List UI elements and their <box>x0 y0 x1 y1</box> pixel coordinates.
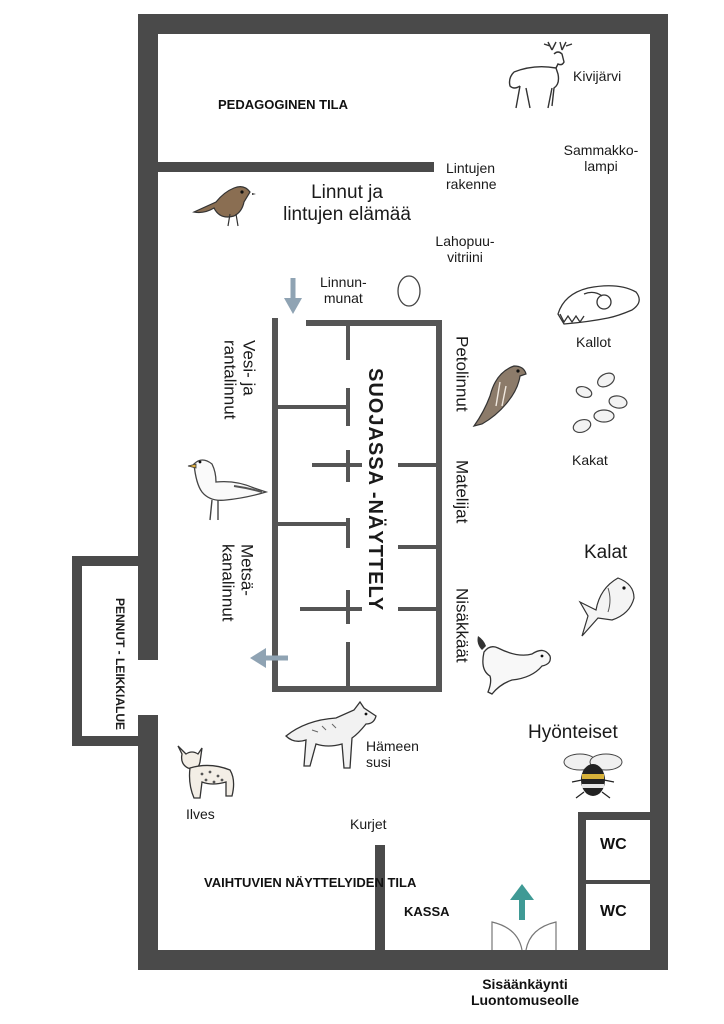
outer-wall-right <box>650 14 668 969</box>
wc-wall-middle <box>586 880 650 884</box>
label-hameen-susi: Hämeen susi <box>366 738 419 771</box>
label-kalat: Kalat <box>584 542 628 563</box>
annex-wall-left <box>72 556 82 746</box>
entrance-label: Sisäänkäynti Luontomuseolle <box>470 976 580 1009</box>
partition <box>398 607 436 611</box>
room-pedagoginen: PEDAGOGINEN TILA <box>218 97 349 112</box>
partition <box>300 607 362 611</box>
skull-icon <box>557 285 640 325</box>
partition <box>346 590 350 624</box>
partition <box>346 450 350 482</box>
label-lahopuu: Lahopuu- vitriini <box>435 233 495 266</box>
partition <box>346 518 350 548</box>
partition <box>398 545 436 549</box>
weasel-icon <box>477 636 551 695</box>
arrow-down-icon <box>284 278 302 314</box>
room-pennut: PENNUT - LEIKKIALUE <box>113 598 127 730</box>
suojassa-wall-left <box>272 318 278 692</box>
outer-wall-left-lower <box>138 715 158 970</box>
label-vesi-rantalinnut: Vesi- ja rantalinnut <box>220 340 259 420</box>
suojassa-wall-top <box>306 320 442 326</box>
partition <box>346 326 350 360</box>
moose-icon <box>508 41 573 109</box>
label-kurjet: Kurjet <box>350 816 387 832</box>
partition <box>346 642 350 686</box>
label-ilves: Ilves <box>186 806 215 822</box>
sparrow-icon <box>192 186 256 227</box>
door-icon <box>491 921 557 951</box>
partition <box>346 388 350 426</box>
label-kakat: Kakat <box>572 452 608 468</box>
egg-icon <box>397 275 421 307</box>
suojassa-wall-bottom <box>272 686 442 692</box>
room-kassa: KASSA <box>404 904 450 919</box>
label-linnut: Linnut ja lintujen elämää <box>283 182 411 225</box>
label-metsakanalinnut: Metsä- kanalinnut <box>218 544 257 622</box>
lynx-icon <box>177 745 235 799</box>
falcon-icon <box>472 365 527 427</box>
outer-wall-top <box>138 14 668 34</box>
label-nisakkaat: Nisäkkäät <box>452 588 472 663</box>
arrow-left-icon <box>250 648 288 668</box>
wc-wall-vertical <box>578 812 586 952</box>
label-lintujen-rakenne: Lintujen rakenne <box>446 160 497 193</box>
label-hyonteiset: Hyönteiset <box>528 722 618 743</box>
bee-icon <box>563 753 623 799</box>
outer-wall-bottom <box>138 950 668 970</box>
fish-icon <box>578 577 635 637</box>
label-kallot: Kallot <box>576 334 612 350</box>
droppings-icon <box>572 372 628 434</box>
vaihtuvien-wall <box>375 845 385 955</box>
room-wc-1: WC <box>600 836 627 853</box>
wc-wall-top <box>578 812 658 820</box>
outer-wall-left-upper <box>138 14 158 660</box>
label-petolinnut: Petolinnut <box>452 336 472 412</box>
annex-wall-top <box>72 556 158 566</box>
gull-icon <box>187 459 269 521</box>
wolf-icon <box>285 700 377 769</box>
partition <box>278 405 348 409</box>
partition <box>398 463 436 467</box>
label-sammakkolampi: Sammakko- lampi <box>563 142 639 175</box>
partition <box>312 463 362 467</box>
room-wc-2: WC <box>600 903 627 920</box>
label-linnunmunat: Linnun- munat <box>320 274 367 307</box>
suojassa-wall-right <box>436 320 442 692</box>
pedagoginen-wall <box>158 162 434 172</box>
room-vaihtuvien: VAIHTUVIEN NÄYTTELYIDEN TILA <box>204 875 417 890</box>
annex-wall-bottom <box>72 736 158 746</box>
partition <box>278 522 348 526</box>
label-kivijarvi: Kivijärvi <box>573 68 622 84</box>
label-matelijat: Matelijat <box>452 460 472 524</box>
label-suojassa: SUOJASSA -NÄYTTELY <box>364 368 386 612</box>
arrow-up-icon <box>510 884 534 920</box>
